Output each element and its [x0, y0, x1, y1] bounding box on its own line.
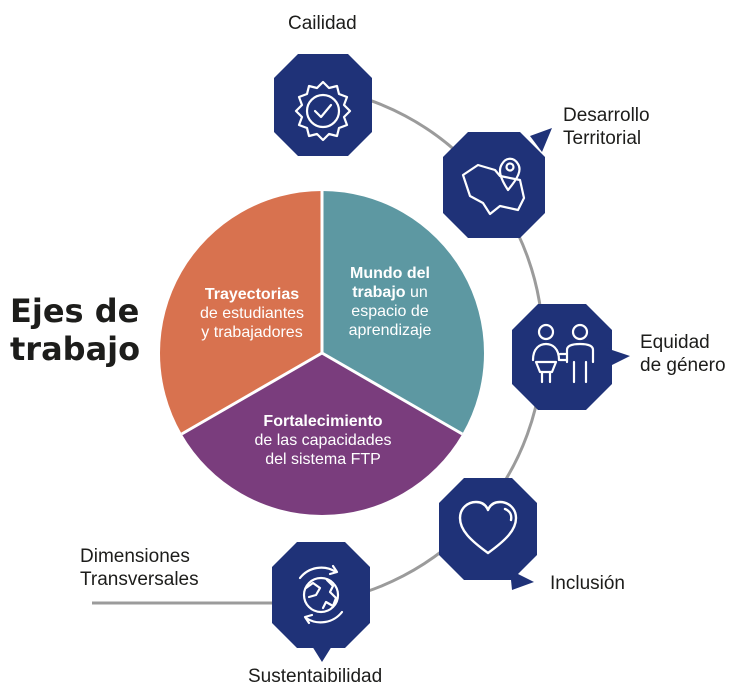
heart-icon [458, 500, 518, 555]
dimensions-label: Dimensiones Transversales [80, 545, 199, 591]
main-title: Ejes de trabajo [10, 292, 160, 368]
fortalecimiento-line1: de las capacidades [254, 432, 392, 449]
trayectorias-title: Trayectorias [204, 286, 300, 303]
mundo-title-line2: trabajo [352, 284, 406, 301]
node-sustentabilidad [272, 542, 370, 662]
mundo-inline: un [405, 284, 428, 301]
pie-label-fortalecimiento: Fortalecimiento de las capacidades del s… [235, 412, 411, 469]
dimensions-label-line2: Transversales [80, 569, 199, 590]
dimensions-label-line1: Dimensiones [80, 546, 190, 567]
label-sustentabilidad: Sustentaibilidad [248, 666, 383, 687]
pie-label-trayectorias: Trayectorias de estudiantes y trabajador… [172, 285, 332, 342]
people-icon [531, 323, 595, 384]
mundo-title-line1: Mundo del [350, 265, 430, 282]
mundo-line2: aprendizaje [348, 322, 432, 339]
trayectorias-line2: y trabajadores [201, 324, 303, 341]
trayectorias-line1: de estudiantes [199, 305, 305, 322]
mundo-line1: espacio de [351, 303, 429, 320]
fortalecimiento-line2: del sistema FTP [265, 451, 381, 468]
node-desarrollo [443, 128, 552, 238]
pie-segment-mundo-del-trabajo [322, 191, 485, 434]
node-inclusion [439, 478, 537, 590]
map-pin-icon [461, 157, 526, 216]
pie-chart [159, 190, 485, 516]
pie-label-mundo-del-trabajo: Mundo del trabajo un espacio de aprendiz… [330, 264, 450, 340]
quality-badge-icon [294, 80, 352, 142]
label-desarrollo: Desarrollo Territorial [563, 105, 650, 149]
main-title-line1: Ejes de [10, 292, 140, 330]
pie-segment-trayectorias [159, 190, 322, 434]
fortalecimiento-title: Fortalecimiento [263, 413, 383, 430]
label-inclusion: Inclusión [550, 573, 625, 594]
label-calidad: Cailidad [288, 13, 357, 34]
node-equidad [512, 304, 630, 410]
node-calidad [274, 54, 372, 156]
main-title-line2: trabajo [10, 330, 141, 368]
globe-icon [298, 564, 344, 625]
label-equidad: Equidad de género [640, 332, 726, 376]
